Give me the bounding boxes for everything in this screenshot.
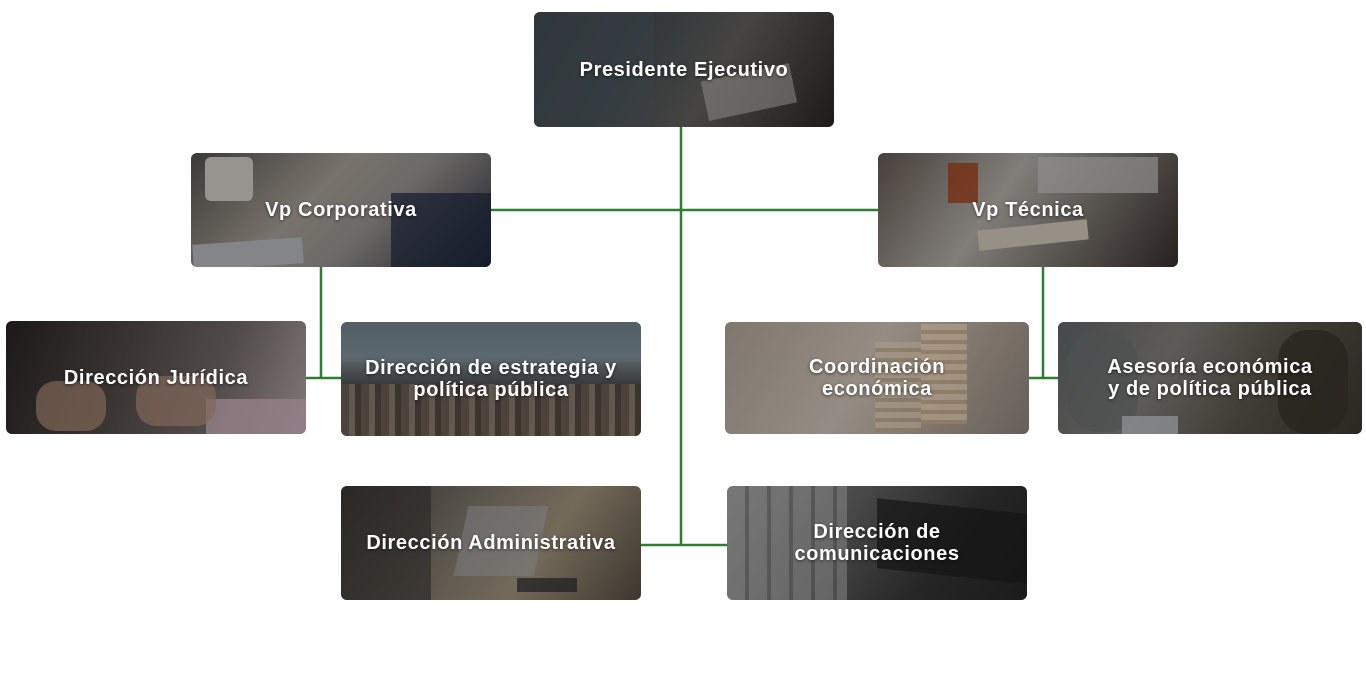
node-label: Dirección de comunicaciones [794, 521, 960, 565]
node-direccion-estrategia[interactable]: Dirección de estrategia y política públi… [341, 322, 641, 436]
node-direccion-juridica[interactable]: Dirección Jurídica [6, 321, 306, 434]
photo-background [534, 12, 654, 127]
coffee-cup-icon [205, 157, 253, 201]
photo-background [517, 578, 577, 592]
node-label: Dirección Jurídica [63, 366, 249, 389]
node-vp-corporativa[interactable]: Vp Corporativa [191, 153, 491, 267]
node-label: Vp Técnica [972, 199, 1084, 221]
photo-background [1068, 332, 1138, 432]
photo-background [391, 193, 491, 267]
node-label: Dirección de estrategia y política públi… [365, 357, 617, 401]
node-label: Dirección Administrativa [366, 532, 616, 554]
node-label: Asesoría económica y de política pública [1107, 356, 1313, 400]
keyboard-icon [727, 486, 847, 600]
photo-background [36, 381, 106, 431]
photo-background [136, 376, 216, 426]
node-label: Vp Corporativa [265, 199, 417, 221]
photo-background [921, 324, 967, 424]
photo-background [1278, 330, 1348, 434]
photo-background [341, 486, 431, 600]
photo-background [341, 384, 641, 436]
node-vp-tecnica[interactable]: Vp Técnica [878, 153, 1178, 267]
node-label: Presidente Ejecutivo [579, 58, 789, 81]
photo-background [1038, 157, 1158, 193]
photo-background [341, 322, 641, 362]
node-direccion-administrativa[interactable]: Dirección Administrativa [341, 486, 641, 600]
photo-background [206, 399, 306, 434]
photo-background [948, 163, 978, 203]
node-label: Coordinación económica [808, 356, 946, 400]
photo-background [875, 342, 921, 432]
node-coordinacion-economica[interactable]: Coordinación económica [725, 322, 1029, 434]
node-asesoria-economica[interactable]: Asesoría económica y de política pública [1058, 322, 1362, 434]
photo-background [1122, 416, 1178, 434]
node-presidente-ejecutivo[interactable]: Presidente Ejecutivo [534, 12, 834, 127]
node-direccion-comunicaciones[interactable]: Dirección de comunicaciones [727, 486, 1027, 600]
